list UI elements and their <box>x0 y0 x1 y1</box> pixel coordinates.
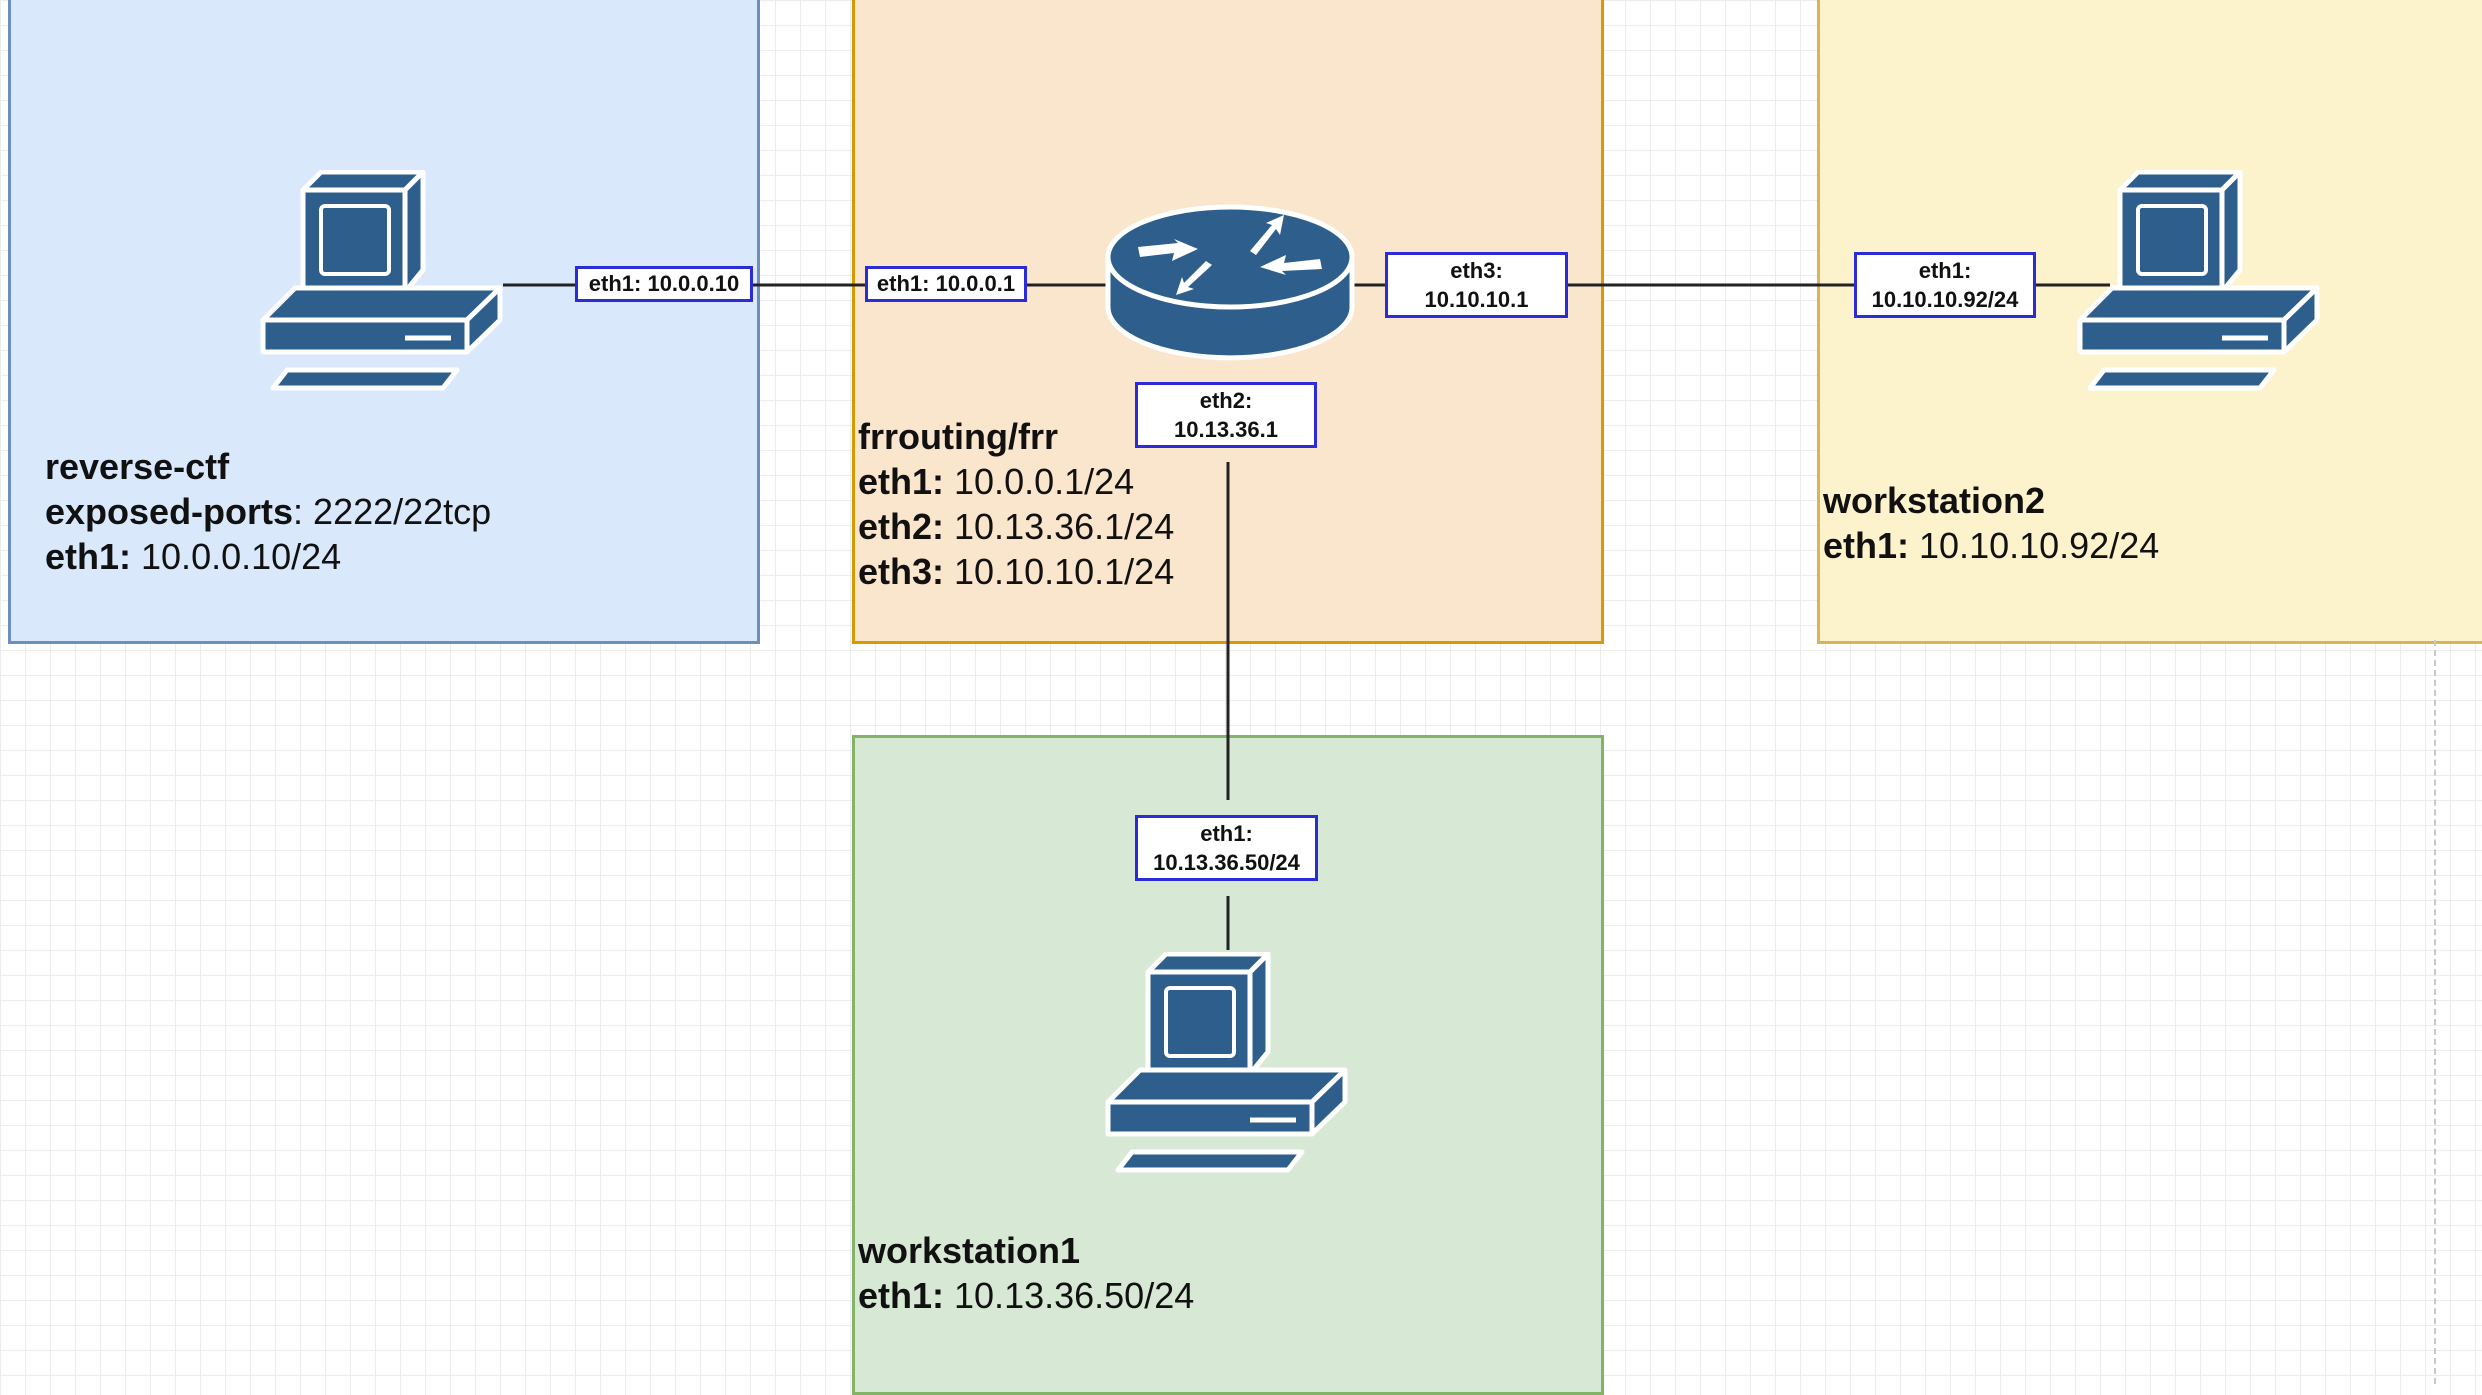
iface-name: eth2: <box>1199 388 1253 413</box>
node-name: reverse-ctf <box>45 444 491 489</box>
info-row-eth1: eth1: 10.0.0.10/24 <box>45 534 491 579</box>
desktop-computer-icon[interactable] <box>255 170 505 400</box>
node-name-text: frrouting/frr <box>858 416 1058 457</box>
info-key: eth1: <box>1823 525 1910 566</box>
info-key: eth1: <box>45 536 132 577</box>
info-value: 10.13.36.50/24 <box>944 1275 1195 1316</box>
info-key: eth2: <box>858 506 945 547</box>
node-name: frrouting/frr <box>858 414 1174 459</box>
iface-label-revctf-eth1[interactable]: eth1: 10.0.0.10 <box>575 266 753 302</box>
page-boundary-line <box>2434 640 2436 1384</box>
info-key: eth3: <box>858 551 945 592</box>
iface-name: eth1: <box>1200 821 1253 846</box>
iface-label-frr-eth3[interactable]: eth3: 10.10.10.1 <box>1385 252 1568 318</box>
info-value: 10.0.0.10/24 <box>131 536 342 577</box>
info-key: exposed-ports <box>45 491 294 532</box>
frr-info: frrouting/frr eth1: 10.0.0.1/24 eth2: 10… <box>858 414 1174 594</box>
info-value: 10.0.0.1/24 <box>944 461 1135 502</box>
iface-name: eth3: <box>1450 258 1503 283</box>
iface-ip: 10.10.10.1 <box>1424 287 1529 312</box>
node-name-text: workstation2 <box>1823 480 2046 521</box>
node-name: workstation1 <box>858 1228 1194 1273</box>
info-row-eth1: eth1: 10.13.36.50/24 <box>858 1273 1194 1318</box>
info-row-eth1: eth1: 10.10.10.92/24 <box>1823 523 2159 568</box>
info-value: 10.10.10.92/24 <box>1909 525 2160 566</box>
desktop-computer-icon[interactable] <box>1100 952 1350 1182</box>
iface-label-workstation1-eth1[interactable]: eth1: 10.13.36.50/24 <box>1135 815 1318 881</box>
iface-label-frr-eth2[interactable]: eth2: 10.13.36.1 <box>1135 382 1317 448</box>
node-name-text: reverse-ctf <box>45 446 230 487</box>
iface-label-workstation2-eth1[interactable]: eth1: 10.10.10.92/24 <box>1854 252 2036 318</box>
info-value: : 2222/22tcp <box>293 491 492 532</box>
info-key: eth1: <box>858 461 945 502</box>
iface-ip: 10.10.10.92/24 <box>1871 287 2019 312</box>
iface-ip: 10.13.36.1 <box>1174 417 1278 442</box>
info-key: eth1: <box>858 1275 945 1316</box>
node-name-text: workstation1 <box>858 1230 1081 1271</box>
workstation1-info: workstation1 eth1: 10.13.36.50/24 <box>858 1228 1194 1318</box>
workstation2-info: workstation2 eth1: 10.10.10.92/24 <box>1823 478 2159 568</box>
info-value: 10.10.10.1/24 <box>944 551 1175 592</box>
router-icon[interactable] <box>1100 195 1360 370</box>
desktop-computer-icon[interactable] <box>2072 170 2322 400</box>
info-row-eth3: eth3: 10.10.10.1/24 <box>858 549 1174 594</box>
iface-name: eth1: <box>1918 258 1972 283</box>
reverse-ctf-info: reverse-ctf exposed-ports: 2222/22tcp et… <box>45 444 491 579</box>
node-name: workstation2 <box>1823 478 2159 523</box>
iface-ip: 10.13.36.50/24 <box>1153 850 1300 875</box>
info-row-eth2: eth2: 10.13.36.1/24 <box>858 504 1174 549</box>
iface-label-frr-eth1[interactable]: eth1: 10.0.0.1 <box>865 266 1027 302</box>
info-row-eth1: eth1: 10.0.0.1/24 <box>858 459 1174 504</box>
info-value: 10.13.36.1/24 <box>944 506 1175 547</box>
info-row-ports: exposed-ports: 2222/22tcp <box>45 489 491 534</box>
